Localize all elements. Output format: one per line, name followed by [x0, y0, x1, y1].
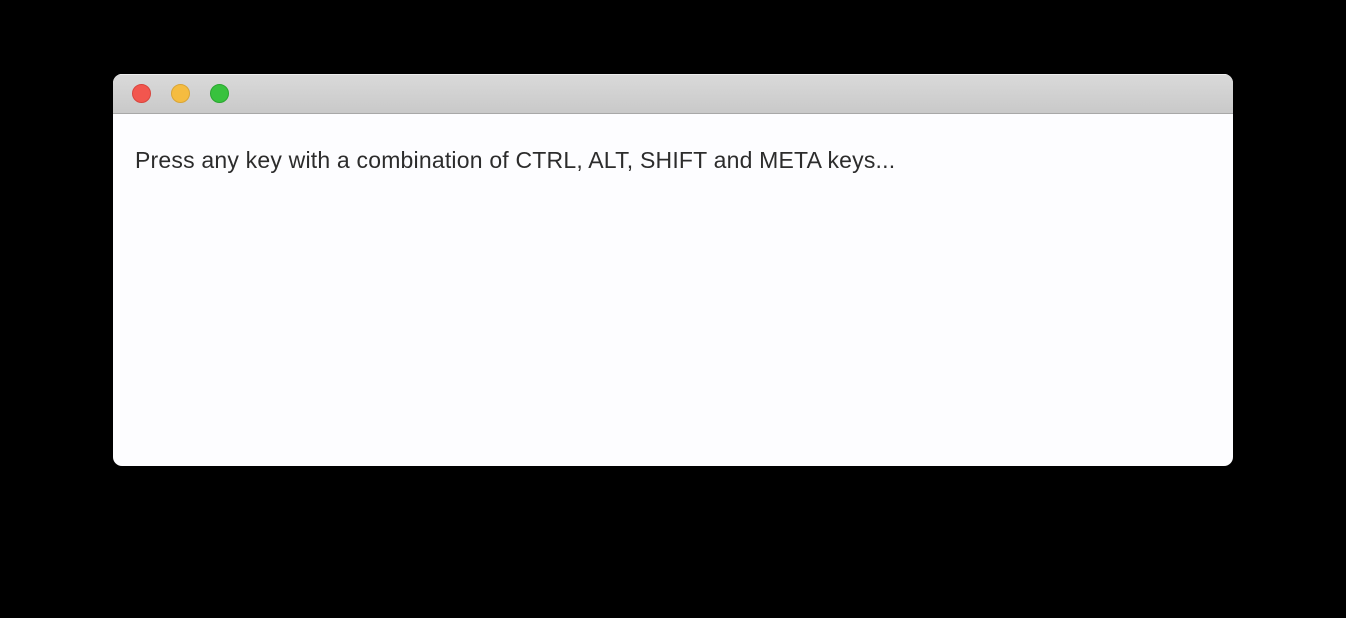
zoom-button[interactable]	[210, 84, 229, 103]
app-window: Press any key with a combination of CTRL…	[113, 74, 1233, 466]
window-titlebar[interactable]	[113, 74, 1233, 114]
close-button[interactable]	[132, 84, 151, 103]
prompt-message: Press any key with a combination of CTRL…	[135, 147, 896, 173]
minimize-button[interactable]	[171, 84, 190, 103]
traffic-light-controls	[132, 84, 229, 103]
window-content: Press any key with a combination of CTRL…	[113, 114, 1233, 208]
